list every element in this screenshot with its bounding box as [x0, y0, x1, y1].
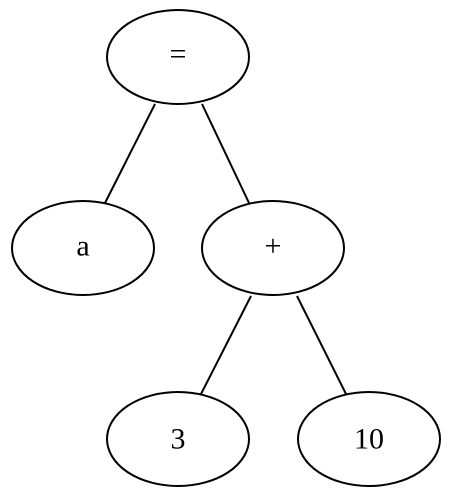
node-3: 3 — [106, 391, 250, 487]
node-plus-label: + — [265, 230, 282, 263]
edge-plus-3 — [199, 295, 252, 397]
node-equals-ellipse — [106, 9, 250, 105]
node-10-label: 10 — [354, 423, 384, 456]
node-a: a — [11, 200, 155, 296]
edge-eq-a — [103, 103, 156, 206]
edge-plus-10 — [296, 295, 348, 397]
node-10-ellipse — [297, 391, 441, 487]
tree-edges — [103, 103, 348, 397]
node-equals-label: = — [170, 38, 187, 71]
node-a-ellipse — [11, 200, 155, 296]
node-equals: = — [106, 9, 250, 105]
tree-nodes: = a + 3 10 — [11, 9, 441, 487]
node-3-ellipse — [106, 391, 250, 487]
node-plus-ellipse — [201, 200, 345, 296]
node-plus: + — [201, 200, 345, 296]
edge-eq-plus — [201, 103, 251, 206]
node-a-label: a — [76, 230, 89, 263]
node-10: 10 — [297, 391, 441, 487]
node-3-label: 3 — [171, 423, 186, 456]
